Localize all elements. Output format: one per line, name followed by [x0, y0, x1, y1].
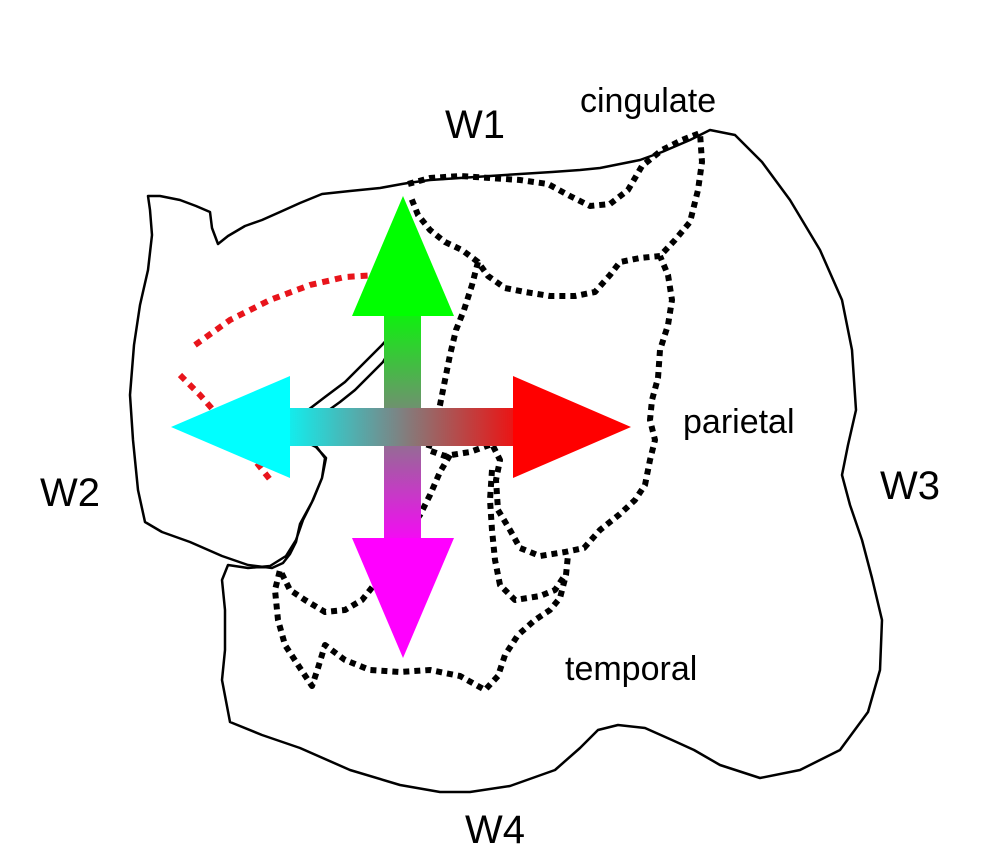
cingulate-border	[407, 130, 705, 299]
red-cut-lines	[177, 272, 379, 484]
w2-label: W2	[40, 471, 100, 515]
temporal-inner-border	[487, 469, 568, 603]
down-arrow-head	[352, 538, 454, 658]
horizontal-arrow-shaft	[270, 408, 535, 446]
w3-label: W3	[880, 464, 940, 508]
left-arrow-head	[171, 376, 290, 478]
cingulate-label: cingulate	[580, 82, 716, 120]
red-cut-line-upper	[193, 272, 379, 348]
parietal-border	[425, 254, 675, 559]
temporal-label: temporal	[565, 650, 697, 688]
four-direction-arrow-icon	[171, 196, 631, 658]
w1-label: W1	[445, 103, 505, 147]
flatmap-outline	[128, 128, 884, 794]
up-arrow-head	[352, 196, 454, 316]
w4-label: W4	[465, 808, 525, 850]
parietal-label: parietal	[683, 403, 795, 441]
right-arrow-head	[513, 376, 631, 478]
red-cut-line-lower	[177, 372, 275, 484]
